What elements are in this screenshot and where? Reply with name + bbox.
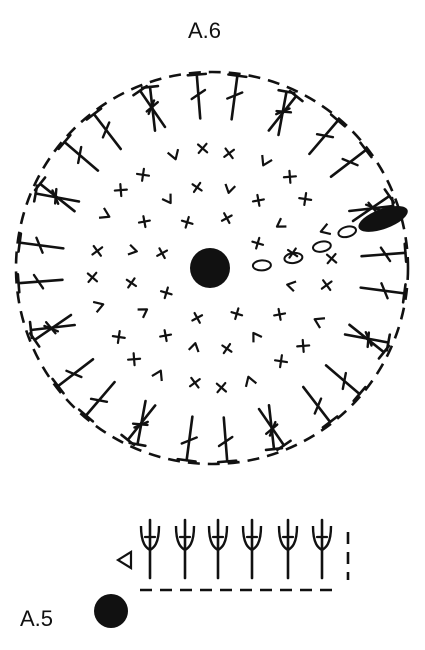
- single-crochet-icon: [320, 279, 333, 292]
- increase-icon: [244, 375, 258, 388]
- double-crochet-pair-icon: [28, 313, 76, 348]
- increase-icon: [224, 183, 237, 194]
- single-crochet-icon: [221, 342, 233, 355]
- single-crochet-icon: [113, 183, 128, 198]
- double-crochet-icon: [308, 113, 347, 156]
- single-crochet-icon: [251, 193, 265, 207]
- double-crochet-pair-icon: [267, 88, 304, 137]
- cluster-icon: [207, 518, 229, 580]
- chain-icon: [312, 240, 332, 253]
- single-crochet-icon: [156, 247, 169, 260]
- increase-icon: [151, 369, 163, 382]
- single-crochet-icon: [125, 277, 138, 289]
- single-crochet-icon: [135, 167, 151, 182]
- double-crochet-icon: [359, 282, 407, 304]
- diagram-a6-title: A.6: [188, 18, 222, 43]
- start-triangle-icon: [115, 550, 133, 570]
- increase-icon: [161, 193, 172, 205]
- single-crochet-icon: [188, 376, 201, 389]
- double-crochet-icon: [77, 380, 116, 423]
- single-crochet-icon: [223, 147, 236, 160]
- diagram-a6: [14, 70, 410, 466]
- double-crochet-icon: [302, 385, 339, 429]
- single-crochet-icon: [127, 352, 142, 367]
- single-crochet-icon: [215, 381, 228, 394]
- single-crochet-icon: [251, 236, 265, 250]
- double-crochet-icon: [85, 107, 122, 151]
- increase-icon: [127, 243, 138, 256]
- double-crochet-icon: [51, 358, 95, 395]
- diagram-a5-title: A.5: [20, 606, 54, 631]
- double-crochet-icon: [17, 232, 65, 254]
- magic-ring-icon: [190, 248, 230, 288]
- single-crochet-icon: [325, 252, 338, 265]
- increase-icon: [137, 308, 149, 319]
- chain-icon: [283, 251, 304, 265]
- slip-stitch-icon: [358, 205, 408, 232]
- double-crochet-icon: [324, 364, 367, 403]
- cluster-icon: [241, 518, 263, 580]
- chain-icon: [251, 259, 272, 272]
- single-crochet-icon: [296, 338, 311, 353]
- cluster-icon: [174, 518, 196, 580]
- double-crochet-pair-icon: [32, 176, 81, 213]
- single-crochet-icon: [220, 212, 233, 225]
- increase-icon: [252, 331, 263, 343]
- single-crochet-icon: [91, 244, 104, 257]
- single-crochet-icon: [282, 169, 297, 184]
- single-crochet-icon: [273, 354, 289, 369]
- single-crochet-icon: [196, 142, 209, 155]
- double-crochet-icon: [57, 133, 100, 172]
- magic-ring-icon: [94, 594, 128, 628]
- increase-icon: [286, 280, 297, 293]
- single-crochet-icon: [191, 311, 204, 324]
- double-crochet-pair-icon: [257, 404, 292, 452]
- double-crochet-icon: [360, 242, 408, 264]
- increase-icon: [275, 217, 287, 228]
- double-crochet-pair-icon: [120, 399, 157, 448]
- double-crochet-icon: [186, 72, 208, 120]
- single-crochet-icon: [180, 215, 194, 229]
- double-crochet-pair-icon: [132, 84, 167, 132]
- single-crochet-icon: [273, 307, 287, 321]
- single-crochet-icon: [159, 286, 173, 300]
- chain-icon: [337, 225, 357, 239]
- single-crochet-icon: [137, 215, 151, 229]
- double-crochet-pair-icon: [348, 188, 396, 223]
- double-crochet-icon: [16, 272, 64, 294]
- round-boundary-dashed: [14, 70, 410, 466]
- double-crochet-icon: [176, 415, 198, 463]
- single-crochet-icon: [111, 329, 126, 345]
- increase-icon: [313, 317, 326, 329]
- increase-icon: [98, 207, 111, 219]
- cluster-icon: [277, 518, 299, 580]
- diagram-a5: [94, 518, 350, 628]
- double-crochet-icon: [216, 416, 238, 464]
- double-crochet-icon: [329, 141, 373, 178]
- increase-icon: [261, 154, 273, 167]
- cluster-icon: [139, 518, 161, 580]
- single-crochet-icon: [298, 191, 313, 207]
- increase-icon: [319, 222, 332, 236]
- single-crochet-icon: [230, 307, 244, 321]
- single-crochet-icon: [191, 181, 203, 194]
- increase-icon: [187, 342, 200, 353]
- increase-icon: [166, 148, 180, 161]
- cluster-icon: [311, 518, 333, 580]
- single-crochet-icon: [159, 329, 173, 343]
- double-crochet-pair-icon: [343, 323, 392, 360]
- increase-icon: [92, 300, 105, 314]
- double-crochet-icon: [226, 73, 248, 121]
- single-crochet-icon: [86, 271, 99, 284]
